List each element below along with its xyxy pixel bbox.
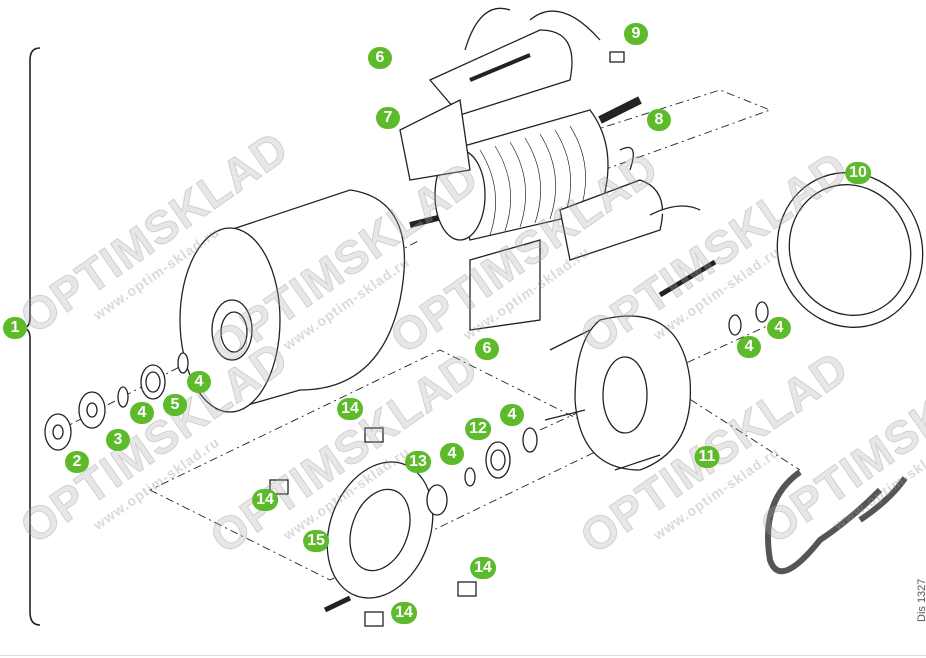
callout-15: 15 <box>303 530 329 552</box>
key-part <box>609 51 625 63</box>
callout-4: 4 <box>737 336 761 358</box>
brushes <box>269 427 477 627</box>
callout-8: 8 <box>647 109 671 131</box>
frame-line <box>0 655 926 656</box>
field-coils <box>399 7 701 331</box>
callout-6: 6 <box>368 47 392 69</box>
cover-band <box>776 172 924 328</box>
callout-7: 7 <box>376 107 400 129</box>
callout-6: 6 <box>475 338 499 360</box>
callout-14: 14 <box>252 489 278 511</box>
callout-11: 11 <box>694 446 720 468</box>
connection-cable <box>765 469 908 575</box>
callout-1: 1 <box>3 317 27 339</box>
callout-4: 4 <box>130 402 154 424</box>
callout-4: 4 <box>440 443 464 465</box>
callout-10: 10 <box>845 162 871 184</box>
brush-holder <box>326 461 434 599</box>
callout-12: 12 <box>465 418 491 440</box>
callout-13: 13 <box>405 451 431 473</box>
callout-14: 14 <box>337 398 363 420</box>
callout-14: 14 <box>470 557 496 579</box>
through-bolt <box>658 259 717 298</box>
callout-2: 2 <box>65 451 89 473</box>
callout-4: 4 <box>187 371 211 393</box>
drawing-reference: Dis 1327 <box>916 578 926 622</box>
callout-4: 4 <box>500 404 524 426</box>
callout-5: 5 <box>163 394 187 416</box>
callout-9: 9 <box>624 23 648 45</box>
callout-4: 4 <box>767 317 791 339</box>
callout-3: 3 <box>106 429 130 451</box>
callout-14: 14 <box>391 602 417 624</box>
bearings-washers <box>44 301 769 516</box>
screw <box>323 595 352 613</box>
stator-housing <box>179 189 406 413</box>
end-bracket <box>544 315 692 471</box>
